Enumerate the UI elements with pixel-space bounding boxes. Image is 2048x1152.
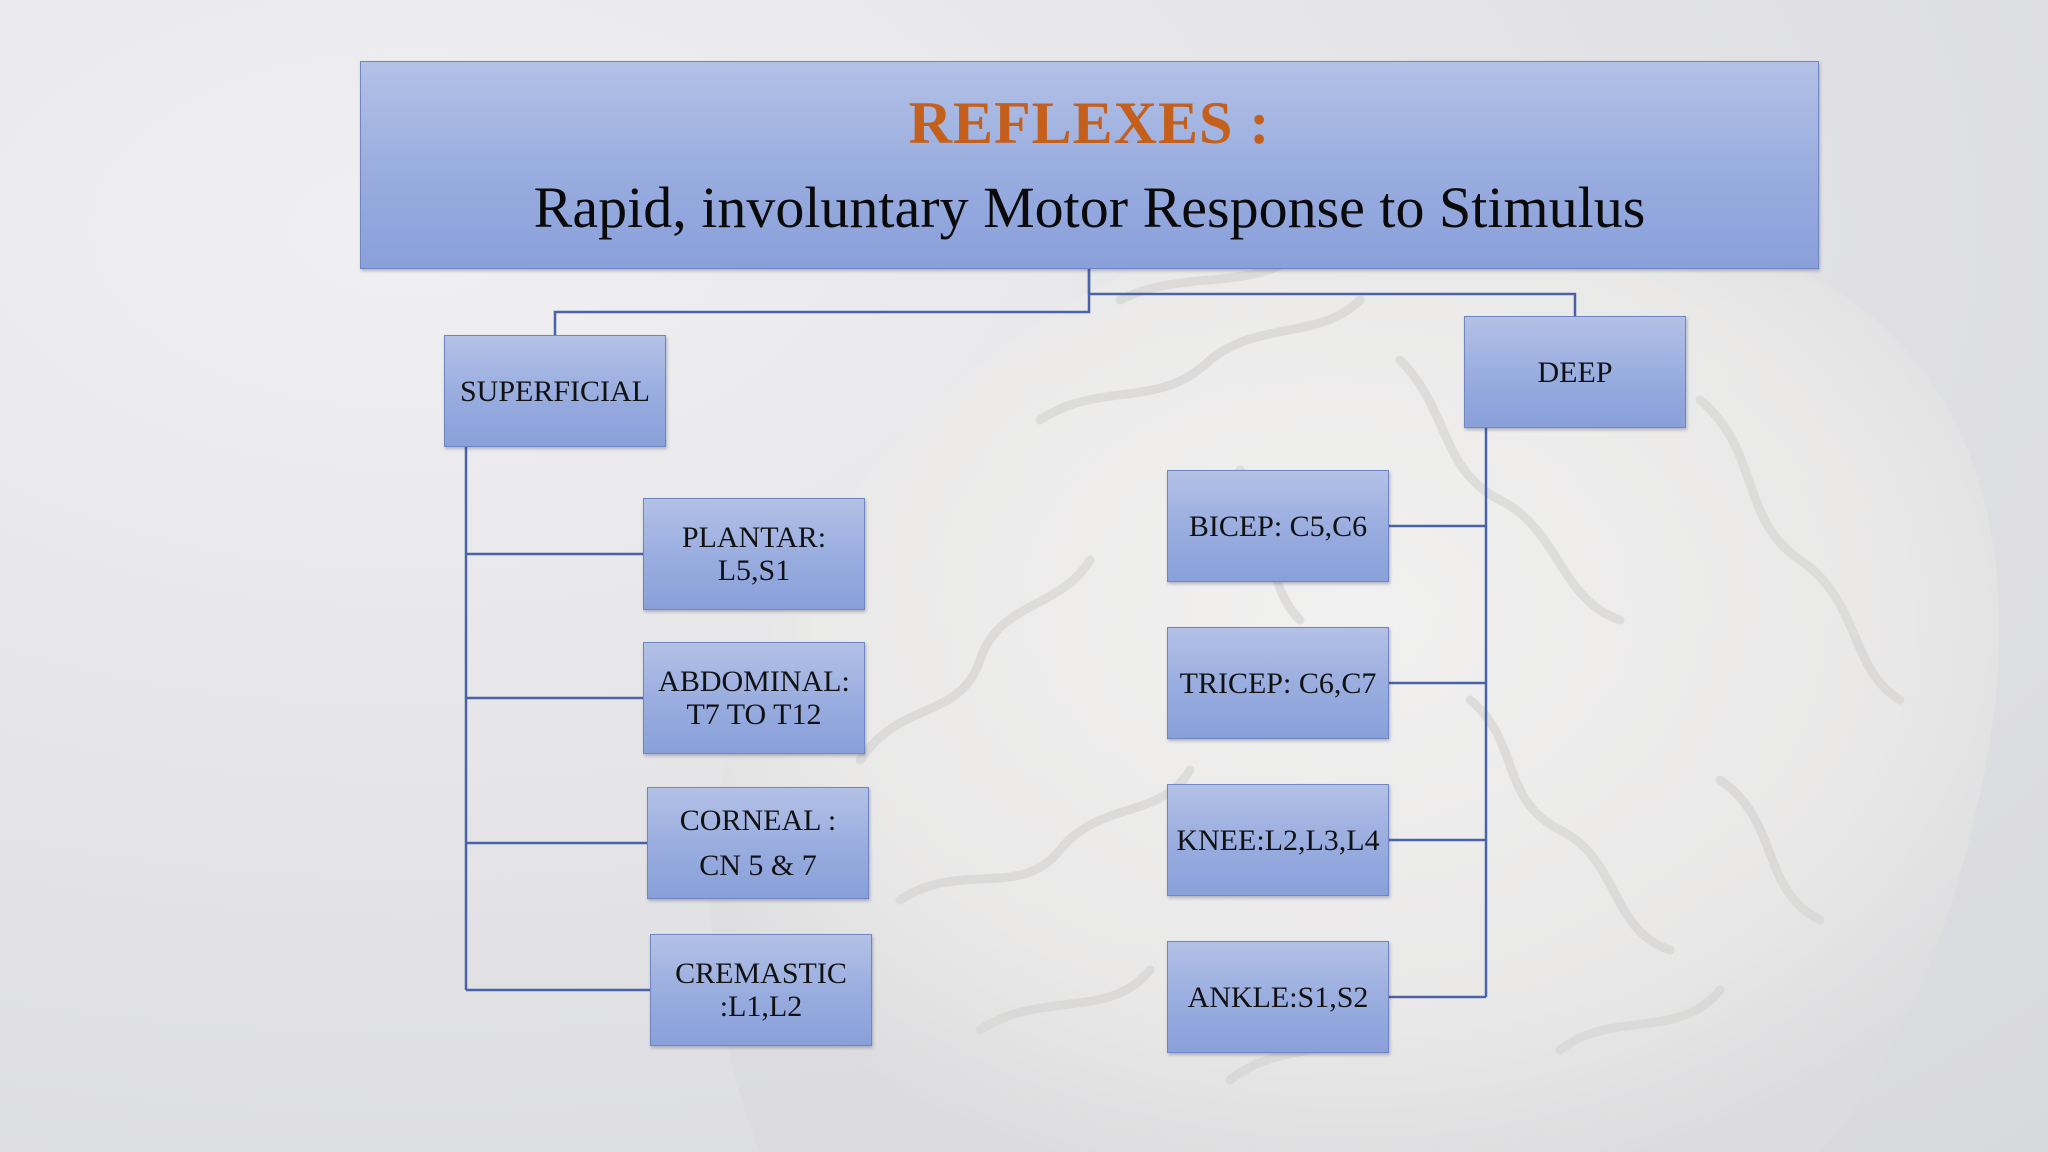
title-subheading: Rapid, involuntary Motor Response to Sti… [533, 175, 1646, 240]
node-label-line2: T7 TO T12 [686, 698, 822, 731]
connector-title-superficial [553, 269, 1091, 335]
connector-title-deep [1087, 269, 1577, 316]
node-label-line2: CN 5 & 7 [699, 849, 817, 882]
node-abdominal: ABDOMINAL: T7 TO T12 [643, 642, 865, 754]
node-label-line1: ABDOMINAL: [658, 665, 850, 698]
node-label-line1: TRICEP: C6,C7 [1179, 666, 1377, 700]
node-label-line1: ANKLE:S1,S2 [1187, 980, 1369, 1014]
node-tricep: TRICEP: C6,C7 [1167, 627, 1389, 739]
node-knee: KNEE:L2,L3,L4 [1167, 784, 1389, 896]
node-bicep: BICEP: C5,C6 [1167, 470, 1389, 582]
node-label-line1: CORNEAL : [679, 804, 837, 837]
node-label-line2: :L1,L2 [719, 990, 803, 1023]
node-plantar: PLANTAR: L5,S1 [643, 498, 865, 610]
node-superficial-label: SUPERFICIAL [459, 374, 651, 408]
node-superficial: SUPERFICIAL [444, 335, 666, 447]
node-label-line1: PLANTAR: [681, 521, 827, 554]
node-deep: DEEP [1464, 316, 1686, 428]
node-label-line2: L5,S1 [717, 554, 791, 587]
title-box: REFLEXES : Rapid, involuntary Motor Resp… [360, 61, 1819, 269]
node-corneal: CORNEAL : CN 5 & 7 [647, 787, 869, 899]
title-heading: REFLEXES : [908, 90, 1271, 156]
node-label-line1: BICEP: C5,C6 [1188, 509, 1368, 543]
node-deep-label: DEEP [1537, 355, 1613, 389]
node-label-line1: KNEE:L2,L3,L4 [1176, 823, 1380, 857]
node-label-line1: CREMASTIC [675, 957, 847, 990]
node-cremastic: CREMASTIC :L1,L2 [650, 934, 872, 1046]
node-ankle: ANKLE:S1,S2 [1167, 941, 1389, 1053]
